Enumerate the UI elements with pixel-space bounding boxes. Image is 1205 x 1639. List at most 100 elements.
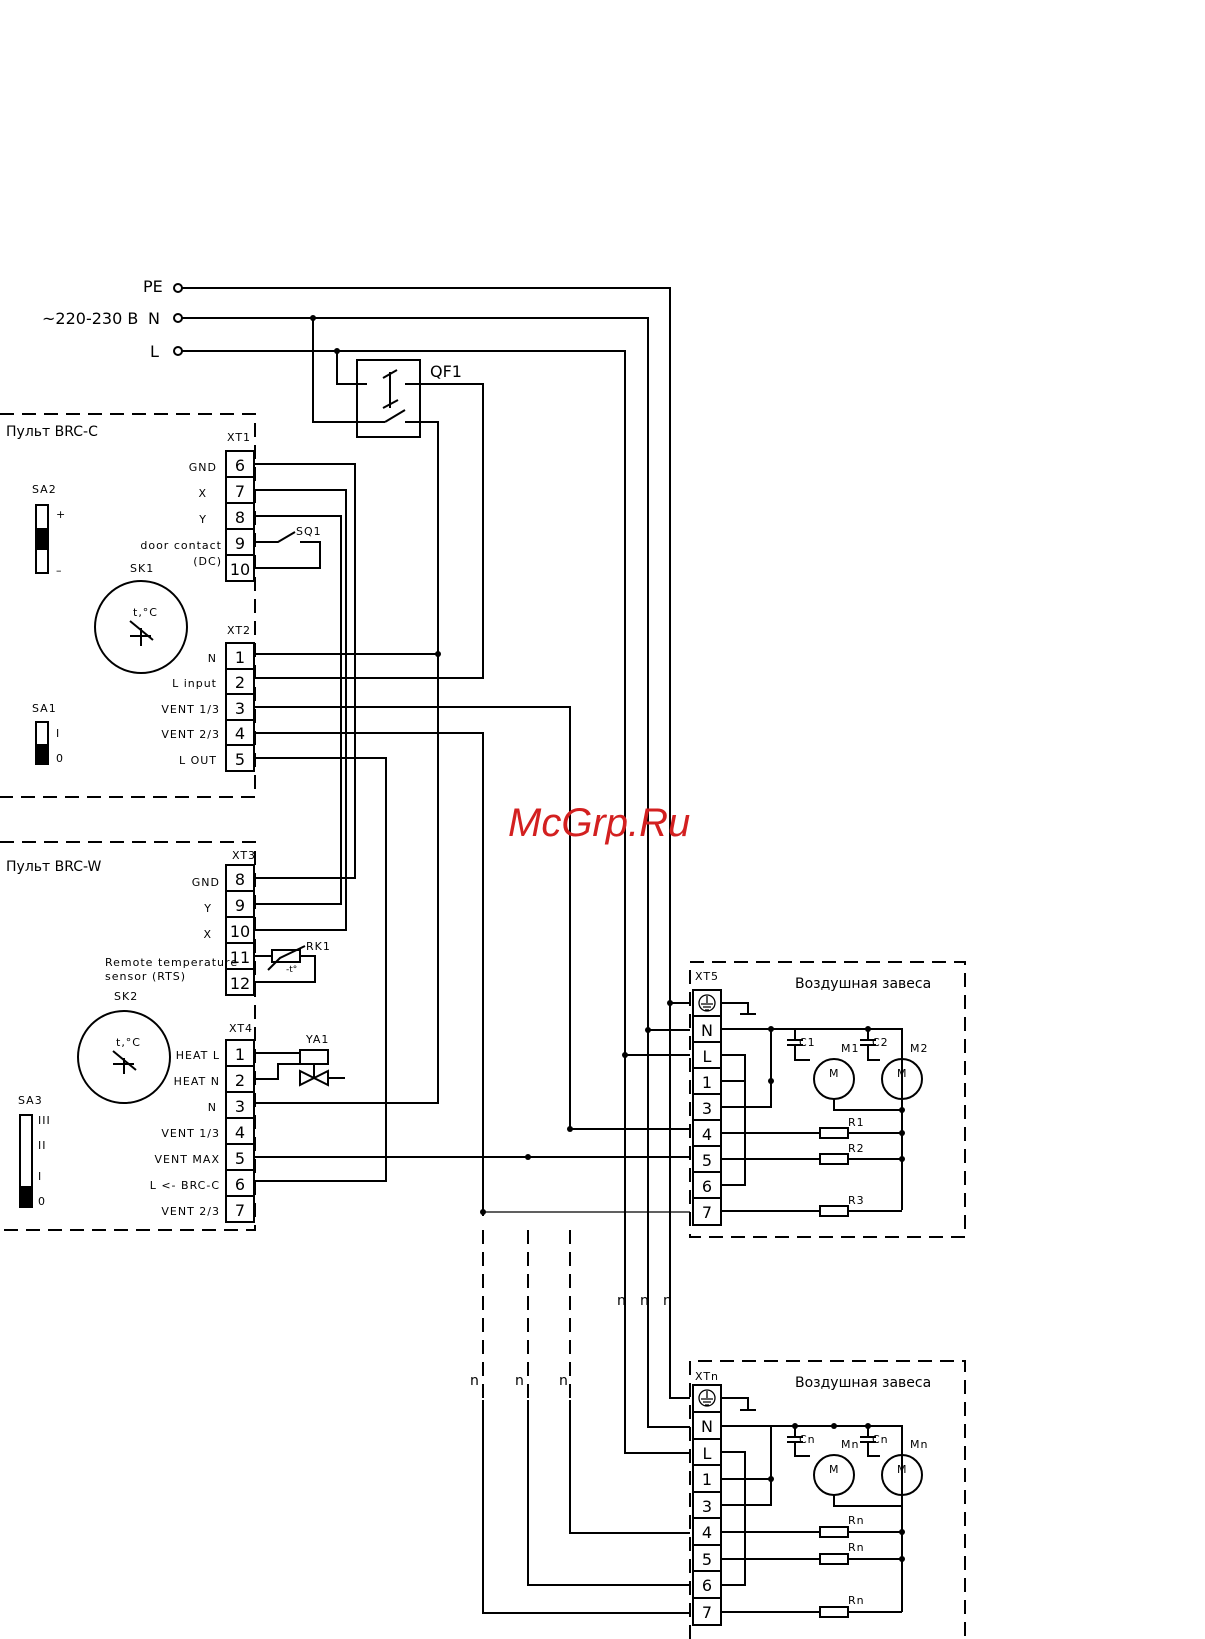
junction-dot [768,1078,774,1084]
rk1-wiring [255,945,316,983]
resistor-r3 [819,1205,849,1217]
xt2-num-4: 4 [235,724,245,743]
c2-label: C2 [872,1036,889,1049]
curtain1-title: Воздушная завеса [795,976,931,992]
sk1-symbol [129,620,154,646]
xt3-rts-2: sensor (RTS) [105,970,186,983]
capacitor-cn [860,1426,880,1457]
wire-gnd [255,463,356,879]
curtain1-xt: XT5 [695,970,719,983]
xt2-vent13: VENT 1/3 [161,703,220,716]
mn-label: Mn [841,1438,859,1451]
n-line [182,317,649,1427]
xt3-y: Y [203,902,212,915]
panel-brc-w: Пульт BRC-W XT3 8 9 10 11 12 GND Y X Rem… [0,841,345,1231]
panel-w-border [0,841,256,1231]
xt3-num-8: 8 [235,870,245,889]
sa3-slider [20,1186,32,1207]
xt3-num-9: 9 [235,896,245,915]
xt1-num-10: 10 [230,560,250,579]
resistor-rn [819,1606,849,1618]
xt1-y: Y [198,513,207,526]
xt2-l-out: L OUT [179,754,217,767]
curtain1-n: N [701,1021,713,1040]
curtain1-7: 7 [702,1203,712,1222]
xt1-x: X [198,487,207,500]
curtain1-dividers [693,1015,721,1199]
sa3-label: SA3 [18,1094,43,1107]
n-mark: n [663,1293,672,1309]
xt4-num-2: 2 [235,1071,245,1090]
l-terminal [173,346,183,356]
sa1-slider [36,744,48,764]
xt2-num-5: 5 [235,750,245,769]
ya1-label: YA1 [305,1033,329,1046]
junction-dot [622,1052,628,1058]
xt2-label: XT2 [227,624,251,637]
xt1-dc: (DC) [193,555,222,568]
sa3-level-2: II [38,1139,47,1152]
xt4-vent13: VENT 1/3 [161,1127,220,1140]
curtain1-l-jumpers [721,1029,772,1186]
pe-terminal [173,283,183,293]
curtain1-n-bus [721,1028,903,1210]
sa3-level-1: I [38,1170,42,1183]
ground-symbol [701,996,713,1011]
interconnect-wires: n n n n n n [255,463,690,1614]
xt2-num-3: 3 [235,699,245,718]
curtain1-border [689,961,966,1238]
curtain2-xt: XTn [695,1370,719,1383]
xt1-num-6: 6 [235,456,245,475]
sk2-symbol [112,1050,137,1074]
n-mark: n [515,1373,524,1389]
xt4-heat-l: HEAT L [176,1049,220,1062]
m1-symbol: M [829,1067,840,1080]
junction-dot [831,1423,837,1429]
xt3-num-11: 11 [230,948,250,967]
ya1-valve [255,1052,345,1087]
xt1-dividers [226,476,254,556]
xt3-dividers [226,890,254,970]
sa2-minus: – [56,564,63,577]
sa1-label: SA1 [32,702,57,715]
l-line [182,350,626,1453]
junction-dot [899,1107,905,1113]
n-terminal [173,313,183,323]
junction-dot [899,1556,905,1562]
xt4-l-brcc: L <- BRC-C [150,1179,220,1192]
sk1-temp: t,°C [133,606,158,619]
curtain2-resistor-wiring [721,1495,902,1613]
sa2-label: SA2 [32,483,57,496]
curtain2-n: N [701,1417,713,1436]
mn-symbol: M [897,1463,908,1476]
ground-symbol [701,1391,713,1406]
n-mark: n [470,1373,479,1389]
xt4-num-3: 3 [235,1097,245,1116]
sk1-thermostat [94,580,188,674]
curtain1-5: 5 [702,1151,712,1170]
n-mark: n [640,1293,649,1309]
rn-label: Rn [848,1514,865,1527]
curtain1-l: L [703,1047,712,1066]
c1-label: C1 [799,1036,816,1049]
panel-w-title: Пульт BRC-W [6,859,102,875]
sk2-label: SK2 [114,990,138,1003]
ground-icon [698,994,716,1012]
curtain2-7: 7 [702,1603,712,1622]
curtain2-border [689,1360,966,1639]
wire-continuation [482,1230,671,1400]
curtain1-resistor-wiring [721,1099,902,1212]
capacitor-cn [787,1426,810,1457]
sq1-switch [255,531,321,569]
n-mark: n [617,1293,626,1309]
xt3-x: X [203,928,212,941]
junction-dot [435,651,441,657]
xt4-heat-n: HEAT N [174,1075,220,1088]
xt2-n: N [208,652,217,665]
wire-x [255,489,347,931]
xt4-num-1: 1 [235,1045,245,1064]
curtain2-3: 3 [702,1497,712,1516]
curtain-n: Воздушная завеса XTn N L 1 3 4 5 6 7 Cn … [689,1360,966,1639]
sa1-off: 0 [56,752,64,765]
xt3-block [225,864,255,996]
